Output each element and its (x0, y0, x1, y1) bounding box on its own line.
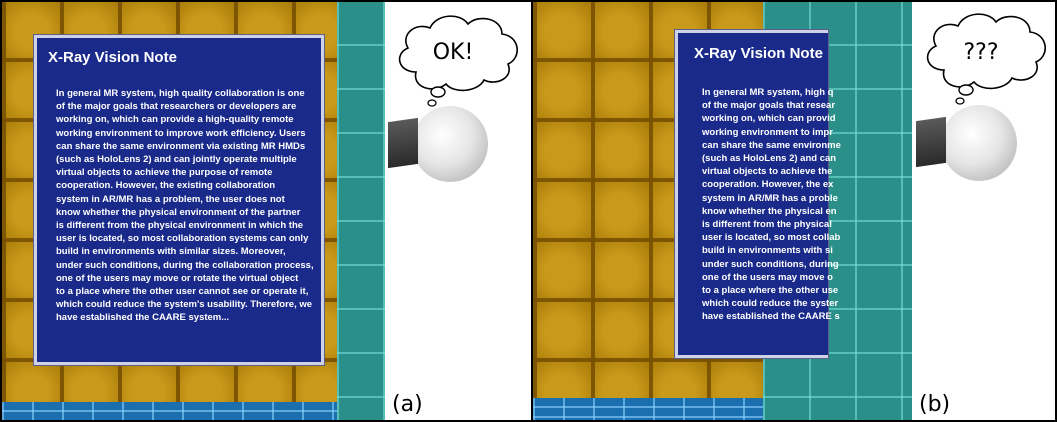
note-line: working environment to impr (702, 126, 833, 138)
note-line: working environment to improve work effi… (56, 127, 306, 139)
note-line: can share the same environme (702, 139, 841, 151)
note-title: X-Ray Vision Note (694, 45, 823, 62)
note-line: have established the CAARE system... (56, 312, 230, 324)
note-line: is different from the physical environme… (56, 220, 304, 232)
note-line: user is located, so most collab (702, 232, 841, 244)
note-line: build in environments with si (702, 245, 833, 257)
user-avatar-head (941, 105, 1017, 181)
thought-text: OK! (432, 40, 474, 65)
note-line: of the major goals that resear (702, 100, 836, 112)
note-line: cooperation. However, the existing colla… (56, 180, 276, 192)
note-line: (such as HoloLens 2) and can (702, 153, 837, 165)
note-line: under such conditions, during (702, 258, 839, 270)
note-line: is different from the physical (702, 219, 832, 231)
note-line: of the major goals that researchers or d… (56, 101, 297, 113)
note-line: user is located, so most collaboration s… (56, 233, 309, 245)
panel-a: X-Ray Vision Note In general MR system, … (2, 2, 533, 420)
note-line: which could reduce the system's usabilit… (56, 299, 313, 311)
hmd-visor-icon (916, 116, 946, 168)
note-line: working on, which can provide a high-qua… (56, 114, 294, 126)
note-body: In general MR system, high quality colla… (56, 87, 314, 325)
vr-scene-b: X-Ray Vision Note In general MR system, … (533, 2, 912, 420)
thought-bubble-icon (398, 15, 518, 107)
note-line: can share the same environment via exist… (56, 140, 306, 152)
note-line: to a place where the other use (702, 285, 839, 297)
hmd-visor-icon (388, 117, 418, 169)
note-line: In general MR system, high quality colla… (56, 88, 305, 99)
note-line: In general MR system, high q (702, 87, 834, 98)
note-title: X-Ray Vision Note (48, 49, 177, 66)
teal-wall (337, 2, 385, 420)
floor-grid (533, 398, 763, 420)
thought-text: ??? (963, 40, 999, 65)
note-line: know whether the physical en (702, 205, 837, 217)
vr-scene-a: X-Ray Vision Note In general MR system, … (2, 2, 385, 420)
note-line: to a place where the other user cannot s… (56, 286, 309, 298)
xray-vision-note[interactable]: X-Ray Vision Note In general MR system, … (34, 35, 324, 365)
panel-caption: (a) (392, 392, 423, 417)
panel-b: X-Ray Vision Note In general MR system, … (533, 2, 1055, 420)
user-avatar-head (412, 106, 488, 182)
note-line: one of the users may move o (702, 271, 833, 283)
note-body: In general MR system, high q of the majo… (702, 86, 841, 324)
note-line: under such conditions, during the collab… (56, 259, 314, 271)
note-line: system in AR/MR has a proble (702, 192, 838, 204)
floor-grid (2, 402, 337, 420)
panel-caption: (b) (919, 392, 951, 417)
note-line: virtual objects to achieve the purpose o… (56, 167, 273, 179)
note-line: which could reduce the syster (702, 298, 839, 310)
thought-bubble-icon (926, 13, 1046, 105)
note-line: one of the users may move or rotate the … (56, 272, 299, 284)
note-line: know whether the physical environment of… (56, 206, 301, 218)
note-line: system in AR/MR has a problem, the user … (56, 193, 285, 205)
note-line: build in environments with similar sizes… (56, 246, 286, 258)
note-line: virtual objects to achieve the (702, 166, 833, 178)
note-line: working on, which can provid (702, 113, 836, 125)
note-line: have established the CAARE s (702, 311, 840, 323)
note-line: (such as HoloLens 2) and can jointly ope… (56, 154, 297, 166)
note-line: cooperation. However, the ex (702, 179, 834, 191)
xray-vision-note-occluded[interactable]: X-Ray Vision Note In general MR system, … (675, 30, 841, 358)
